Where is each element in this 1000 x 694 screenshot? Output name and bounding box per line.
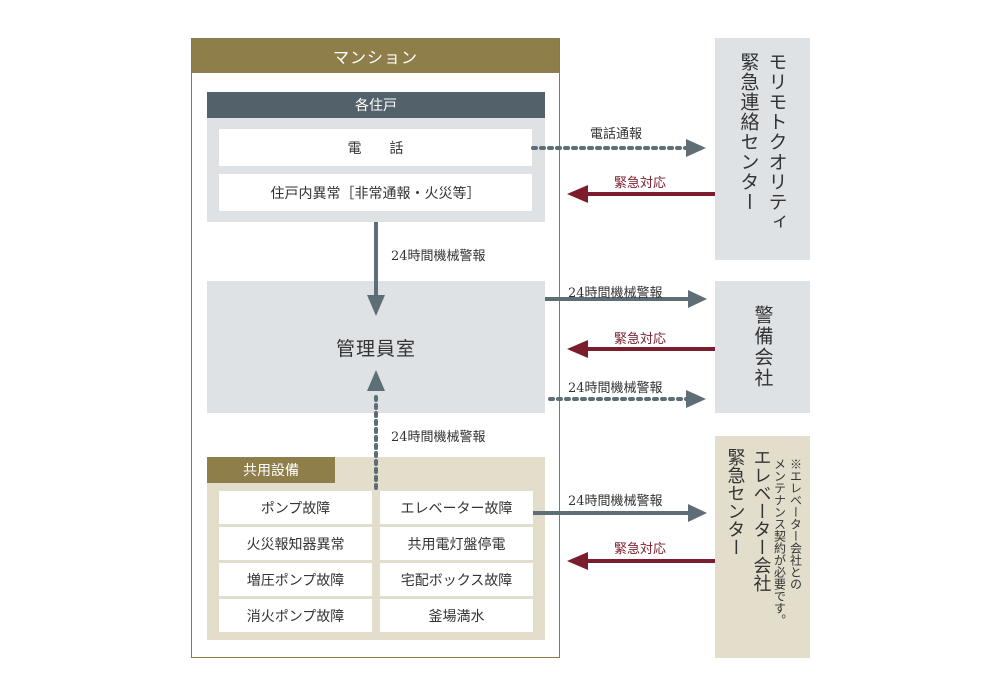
facility-item: 火災報知器異常 — [219, 527, 372, 560]
arrowhead — [367, 295, 385, 316]
label-alarm-common: 24時間機械警報 — [391, 430, 486, 445]
security-label: 警備会社 — [751, 305, 774, 389]
arrowhead — [688, 290, 707, 308]
morimoto-center: モリモトクオリティ 緊急連絡センター — [715, 38, 810, 260]
label-alarm-security: 24時間機械警報 — [568, 286, 663, 301]
phone-box: 電 話 — [219, 129, 532, 166]
facility-item: 消火ポンプ故障 — [219, 599, 372, 632]
common-facilities-title: 共用設備 — [207, 457, 335, 483]
units-title: 各住戸 — [207, 92, 545, 118]
arrowhead — [567, 552, 588, 570]
facility-item: 増圧ポンプ故障 — [219, 563, 372, 596]
elevator-note2: メンテナンス契約が必要です。 — [772, 458, 787, 626]
facility-item: 宅配ボックス故障 — [380, 563, 533, 596]
facility-item: 共用電灯盤停電 — [380, 527, 533, 560]
label-alarm-security-2: 24時間機械警報 — [568, 381, 663, 396]
morimoto-line2: 緊急連絡センター — [737, 52, 760, 212]
mansion-title: マンション — [192, 39, 559, 73]
arrowhead — [567, 185, 588, 203]
arrowhead — [688, 504, 707, 522]
label-alarm-elevator: 24時間機械警報 — [568, 494, 663, 509]
elevator-note1: ※エレベーター会社との — [788, 458, 803, 590]
label-alarm-units: 24時間機械警報 — [391, 249, 486, 264]
facility-item: 釜場満水 — [380, 599, 533, 632]
label-emergency-security: 緊急対応 — [614, 332, 667, 347]
facility-item: ポンプ故障 — [219, 491, 372, 524]
arrowhead — [686, 139, 706, 157]
arrowhead — [567, 340, 588, 358]
security-company: 警備会社 — [715, 281, 810, 413]
elevator-center: エレベーター会社 緊急センター ※エレベーター会社との メンテナンス契約が必要で… — [715, 436, 810, 658]
unit-anomaly-box: 住戸内異常［非常通報・火災等］ — [219, 174, 532, 211]
morimoto-line1: モリモトクオリティ — [765, 52, 788, 232]
elevator-line1: エレベーター会社 — [750, 448, 772, 592]
arrowhead — [367, 370, 385, 391]
arrowhead — [686, 390, 706, 408]
facility-item: エレベーター故障 — [380, 491, 533, 524]
label-emergency-morimoto: 緊急対応 — [614, 176, 667, 191]
label-phone-report: 電話通報 — [590, 127, 643, 142]
mansion-frame — [191, 38, 560, 658]
elevator-line2: 緊急センター — [724, 448, 746, 556]
label-emergency-elevator: 緊急対応 — [614, 542, 667, 557]
